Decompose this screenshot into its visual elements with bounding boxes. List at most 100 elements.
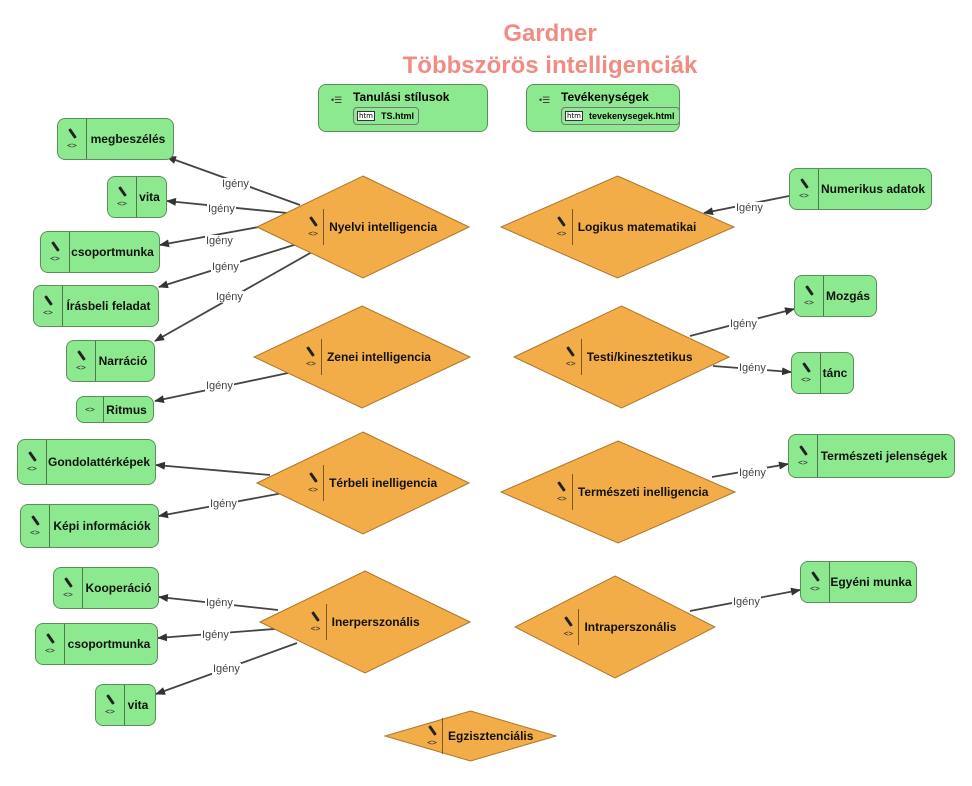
code-icon: <> [308, 229, 318, 238]
intelligence-node-termeszeti[interactable]: <>Természeti inelligencia [500, 440, 736, 544]
intelligence-node-terbeli[interactable]: <>Térbeli inelligencia [256, 431, 470, 535]
edge-label: Igény [205, 380, 234, 392]
edge-label: Igény [215, 291, 244, 303]
code-icon: <> [30, 528, 40, 537]
activity-node-a8[interactable]: <>Képi információk [20, 504, 159, 548]
intelligence-label: Logikus matematikai [577, 220, 697, 234]
htm-file-icon: htm [357, 111, 375, 121]
resource-title: Tevékenységek [561, 90, 649, 104]
activity-node-a6[interactable]: <> Ritmus [76, 396, 154, 423]
code-icon: <> [85, 404, 95, 414]
activity-node-a13[interactable]: <>Mozgás [794, 275, 877, 317]
activity-label: Gondolattérképek [47, 455, 151, 469]
activity-node-a3[interactable]: <>csoportmunka [40, 231, 160, 273]
node-icons: <> [558, 609, 580, 645]
diamond-shape [259, 570, 471, 674]
pen-icon [306, 346, 316, 357]
code-icon: <> [557, 494, 567, 503]
edge-label: Igény [738, 362, 767, 374]
activity-label: Mozgás [825, 289, 870, 303]
node-icons: <> [795, 276, 824, 316]
edge-label: Igény [205, 235, 234, 247]
activity-label: vita [127, 698, 149, 712]
pen-icon [27, 451, 37, 462]
pen-icon [799, 178, 809, 189]
code-icon: <> [45, 646, 55, 655]
code-icon: <> [43, 308, 53, 317]
activity-node-a12[interactable]: <>Numerikus adatok [789, 168, 932, 210]
code-icon: <> [50, 254, 60, 263]
activity-node-a11[interactable]: <> vita [95, 684, 156, 726]
code-icon: <> [63, 590, 73, 599]
activity-node-a4[interactable]: <> Írásbeli feladat [33, 285, 159, 327]
pen-icon [801, 362, 811, 373]
activity-node-a2[interactable]: <>vita [107, 176, 167, 218]
activity-label: Írásbeli feladat [66, 299, 151, 313]
activity-label: Természeti jelenségek [820, 449, 948, 463]
diamond-shape [384, 710, 557, 762]
edge-label: Igény [201, 629, 230, 641]
node-icons: <> [792, 353, 821, 393]
intelligence-node-testi[interactable]: <>Testi/kinesztetikus [513, 305, 730, 409]
code-icon: <> [556, 229, 567, 238]
intelligence-node-intra[interactable]: <>Intraperszonális [514, 575, 716, 679]
code-icon: <> [798, 458, 808, 467]
diamond-shape [256, 175, 470, 279]
diamond-shape [513, 305, 730, 409]
activity-label: Narráció [98, 354, 148, 368]
activity-node-a7[interactable]: <>Gondolattérképek [17, 439, 156, 485]
activity-node-a5[interactable]: <>Narráció [66, 340, 155, 382]
intelligence-node-nyelvi[interactable]: <>Nyelvi intelligencia [256, 175, 470, 279]
intelligence-node-inter[interactable]: <>Inerperszonális [259, 570, 471, 674]
activity-node-a10[interactable]: <> csoportmunka [35, 623, 158, 665]
activity-label: csoportmunka [67, 637, 151, 651]
code-icon: <> [67, 141, 77, 150]
activity-node-a15[interactable]: <> Természeti jelenségek [788, 434, 955, 478]
edge-label: Igény [207, 203, 236, 215]
pen-icon [564, 616, 573, 627]
edge-label: Igény [211, 261, 240, 273]
edge-label: Igény [732, 596, 761, 608]
edge-label: Igény [738, 467, 767, 479]
node-icons: <> [789, 435, 818, 477]
activity-label: Egyéni munka [830, 575, 912, 589]
pen-icon [427, 725, 437, 736]
list-icon: •☰ [539, 95, 551, 105]
activity-node-a1[interactable]: <>megbeszélés [57, 118, 174, 160]
edge-terbeli-a7[interactable] [155, 461, 271, 476]
pen-icon [810, 571, 820, 582]
edge-label: Igény [212, 663, 241, 675]
code-icon: <> [105, 707, 115, 716]
intelligence-node-egzisz[interactable]: <> Egzisztenciális [384, 710, 557, 762]
activity-node-a9[interactable]: <>Kooperáció [53, 567, 159, 609]
intelligence-label: Egzisztenciális [448, 729, 534, 743]
node-icons: <> [67, 341, 96, 381]
pen-icon [76, 350, 86, 361]
pen-icon [43, 295, 53, 306]
intelligence-node-logikus[interactable]: <> Logikus matematikai [500, 175, 735, 279]
diamond-shape [253, 305, 471, 409]
pen-icon [30, 515, 40, 526]
node-icons: <> [306, 604, 327, 640]
pen-icon [45, 633, 55, 644]
code-icon: <> [810, 584, 820, 593]
pen-icon [804, 285, 814, 296]
node-icons: <> [21, 505, 50, 547]
code-icon: <> [565, 359, 576, 368]
activity-node-a16[interactable]: <> Egyéni munka [800, 561, 917, 603]
activity-node-a14[interactable]: <>tánc [791, 352, 854, 394]
activity-label: tánc [822, 366, 848, 380]
node-icons: <> [58, 119, 87, 159]
code-icon: <> [427, 738, 437, 747]
diamond-shape [500, 175, 735, 279]
activity-label: vita [139, 190, 160, 204]
intelligence-node-zenei[interactable]: <>Zenei intelligencia [253, 305, 471, 409]
resource-title: Tanulási stílusok [353, 90, 450, 104]
node-icons: <> [552, 209, 573, 245]
activity-label: Ritmus [106, 402, 147, 417]
edge-label: Igény [221, 178, 250, 190]
